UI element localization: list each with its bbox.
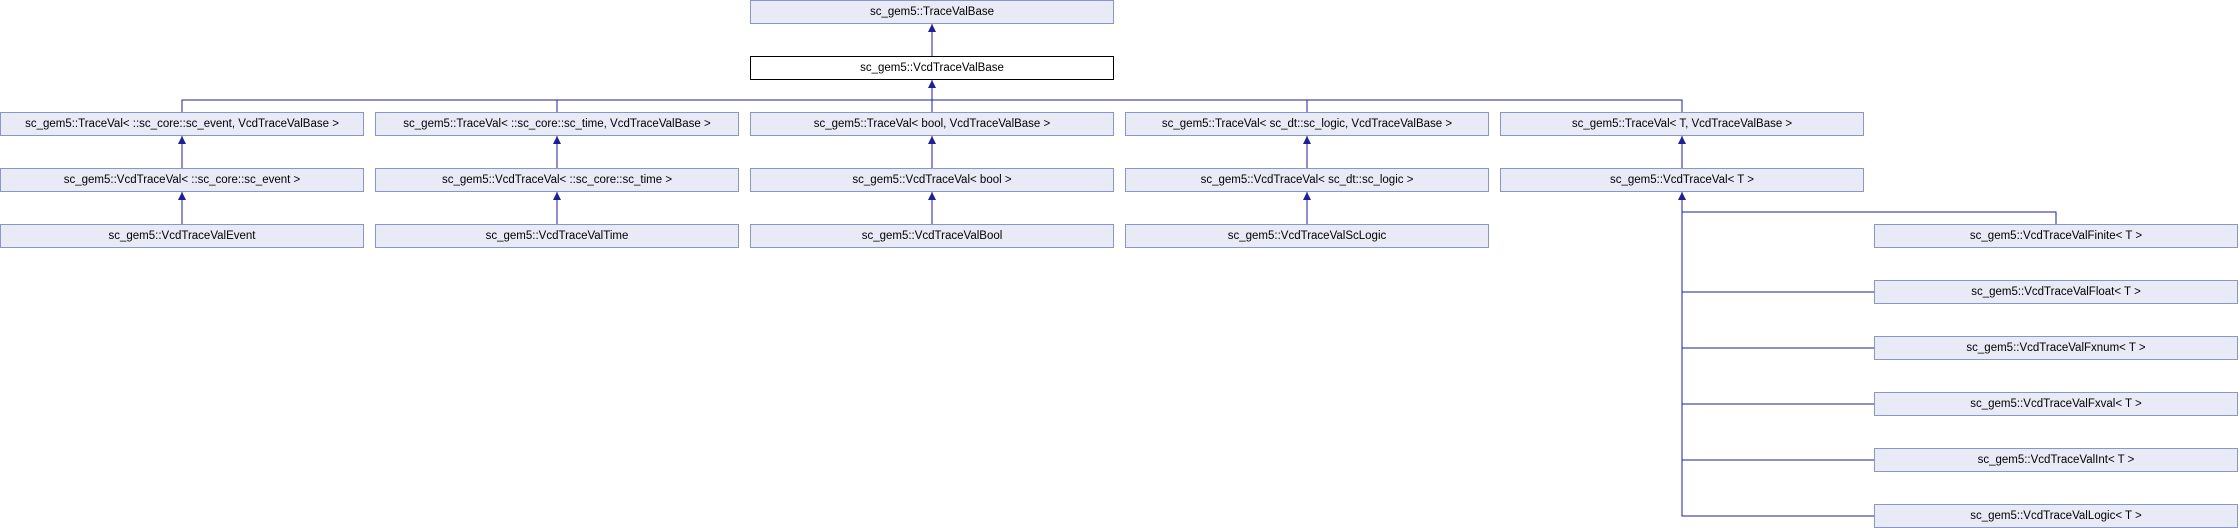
edge-vcdtracevalfloat-to-vcdtraceval_t: [1681, 192, 1874, 293]
node-vcdtracevaltime[interactable]: sc_gem5::VcdTraceValTime: [375, 224, 739, 248]
node-vcdtracevalsclogic[interactable]: sc_gem5::VcdTraceValScLogic: [1125, 224, 1489, 248]
arrowhead-traceval_sclogic: [1303, 136, 1311, 144]
edge-vcdtracevalfxval-to-vcdtraceval_t: [1681, 192, 1874, 405]
edge-vcdtracevalfxnum-to-vcdtraceval_t: [1681, 192, 1874, 349]
node-vcdtraceval-event[interactable]: sc_gem5::VcdTraceVal< ::sc_core::sc_even…: [0, 168, 364, 192]
node-vcdtracevalfinite[interactable]: sc_gem5::VcdTraceValFinite< T >: [1874, 224, 2238, 248]
node-vcdtracevalfxnum[interactable]: sc_gem5::VcdTraceValFxnum< T >: [1874, 336, 2238, 360]
edge-vcdtracevallogic-to-vcdtraceval_t: [1681, 192, 1874, 517]
node-traceval-time[interactable]: sc_gem5::TraceVal< ::sc_core::sc_time, V…: [375, 112, 739, 136]
arrowhead-vcdtraceval_bool: [928, 192, 936, 200]
node-traceval-sclogic[interactable]: sc_gem5::TraceVal< sc_dt::sc_logic, VcdT…: [1125, 112, 1489, 136]
node-vcdtraceval-time[interactable]: sc_gem5::VcdTraceVal< ::sc_core::sc_time…: [375, 168, 739, 192]
node-vcdtraceval-sclogic[interactable]: sc_gem5::VcdTraceVal< sc_dt::sc_logic >: [1125, 168, 1489, 192]
edge-traceval_time-to-vcdtracevalbase: [556, 80, 933, 112]
node-vcdtracevalbool[interactable]: sc_gem5::VcdTraceValBool: [750, 224, 1114, 248]
edge-vcdtracevalint-to-vcdtraceval_t: [1681, 192, 1874, 461]
node-vcdtracevalfxval[interactable]: sc_gem5::VcdTraceValFxval< T >: [1874, 392, 2238, 416]
edge-traceval_sclogic-to-vcdtracevalbase: [931, 80, 1308, 112]
node-vcdtraceval-t[interactable]: sc_gem5::VcdTraceVal< T >: [1500, 168, 1864, 192]
node-traceval-event[interactable]: sc_gem5::TraceVal< ::sc_core::sc_event, …: [0, 112, 364, 136]
node-vcdtracevalint[interactable]: sc_gem5::VcdTraceValInt< T >: [1874, 448, 2238, 472]
node-vcdtracevalevent[interactable]: sc_gem5::VcdTraceValEvent: [0, 224, 364, 248]
arrowhead-traceval_event: [178, 136, 186, 144]
node-vcdtracevalfloat[interactable]: sc_gem5::VcdTraceValFloat< T >: [1874, 280, 2238, 304]
arrowhead-vcdtraceval_sclogic: [1303, 192, 1311, 200]
arrowhead-tracevalbase: [928, 24, 936, 32]
node-vcdtracevalbase: sc_gem5::VcdTraceValBase: [750, 56, 1114, 80]
node-traceval-t[interactable]: sc_gem5::TraceVal< T, VcdTraceValBase >: [1500, 112, 1864, 136]
arrowhead-traceval_t: [1678, 136, 1686, 144]
node-tracevalbase[interactable]: sc_gem5::TraceValBase: [750, 0, 1114, 24]
node-traceval-bool[interactable]: sc_gem5::TraceVal< bool, VcdTraceValBase…: [750, 112, 1114, 136]
node-vcdtracevallogic[interactable]: sc_gem5::VcdTraceValLogic< T >: [1874, 504, 2238, 528]
node-vcdtraceval-bool[interactable]: sc_gem5::VcdTraceVal< bool >: [750, 168, 1114, 192]
arrowhead-vcdtraceval_time: [553, 192, 561, 200]
edge-traceval_t-to-vcdtracevalbase: [931, 80, 1683, 112]
edge-vcdtracevalfinite-to-vcdtraceval_t: [1681, 192, 2057, 224]
arrowhead-traceval_time: [553, 136, 561, 144]
arrowhead-traceval_bool: [928, 136, 936, 144]
arrowhead-vcdtraceval_event: [178, 192, 186, 200]
